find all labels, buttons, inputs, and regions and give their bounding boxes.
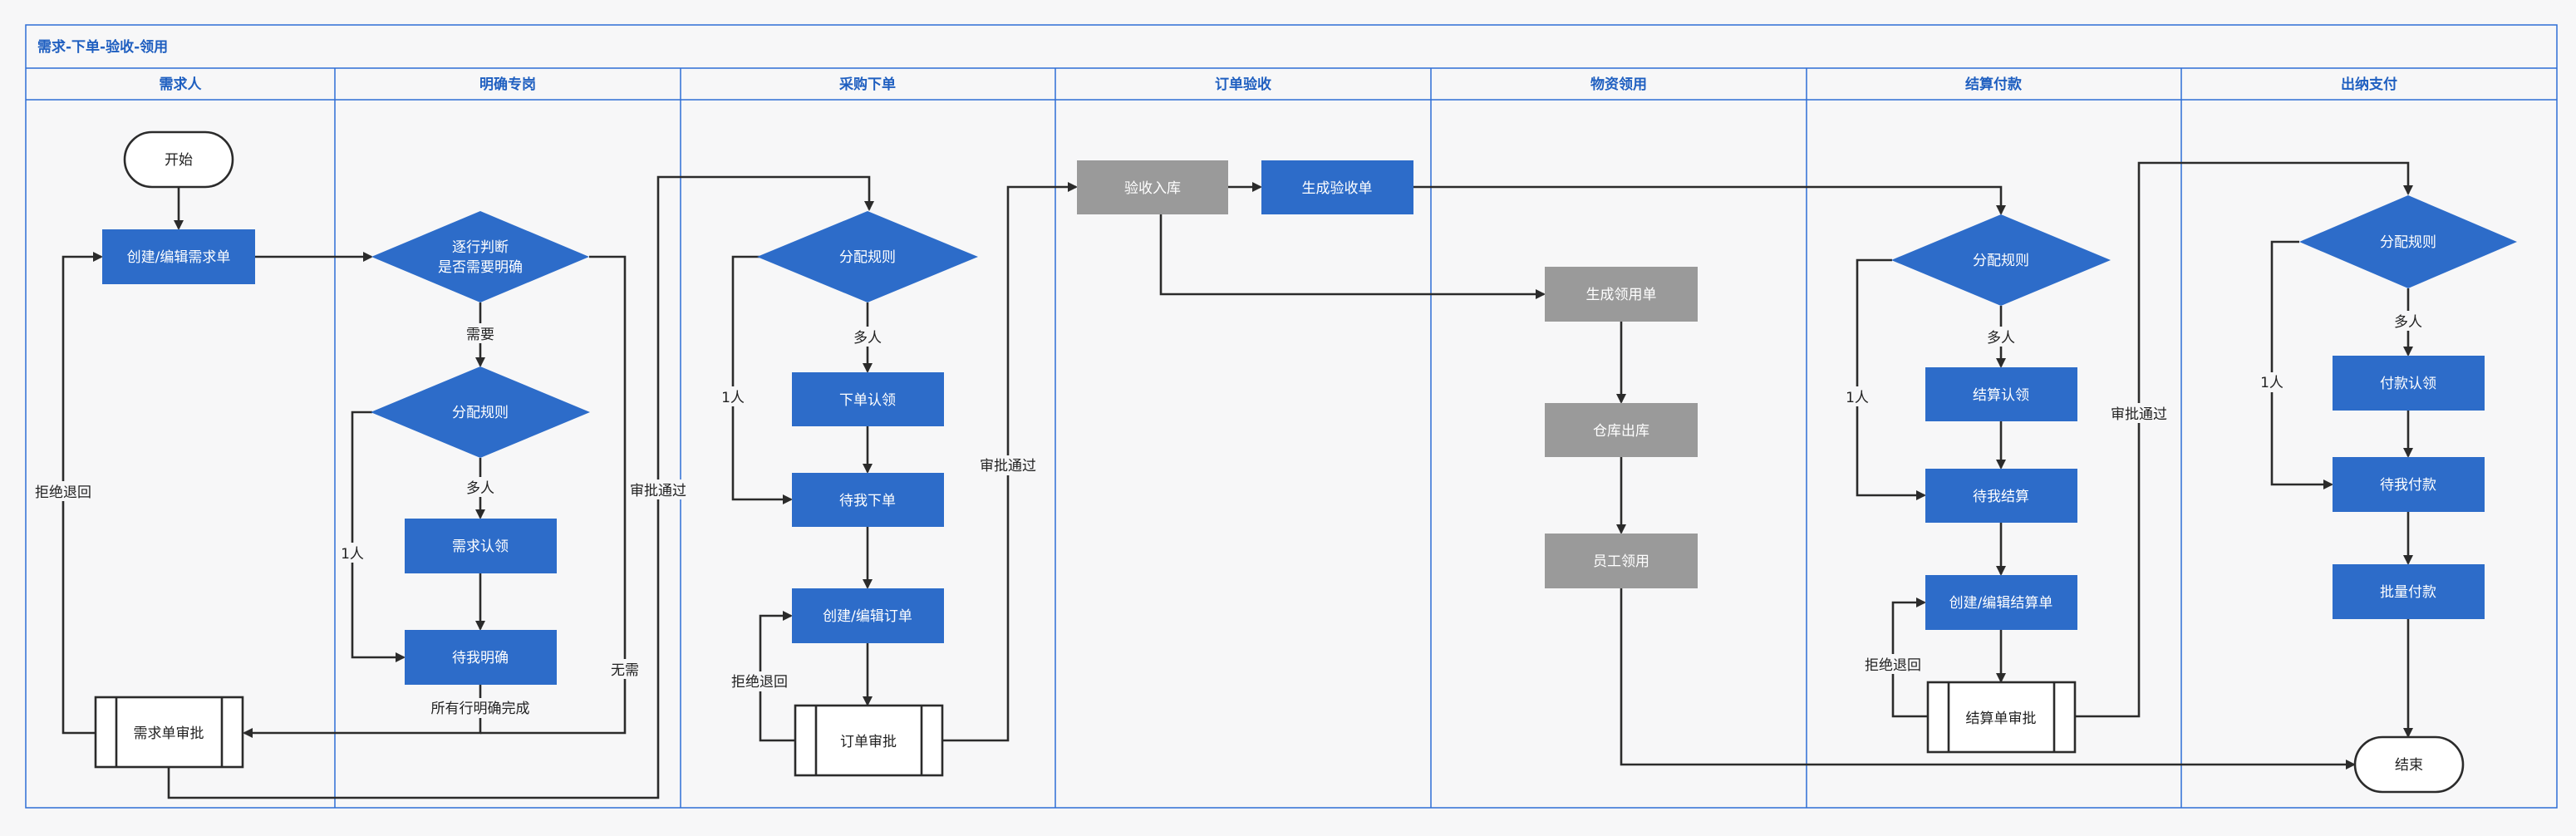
lane-header-cashier: 出纳支付	[2341, 76, 2397, 93]
edge-rule4-one-to-pending	[2270, 240, 2333, 489]
node-pending-order-label: 待我下单	[839, 493, 896, 509]
edge-rule3-one-to-pending	[1856, 258, 1926, 500]
node-claim-request-label: 需求认领	[452, 538, 509, 555]
edge-label-approved-3: 审批通过	[2111, 406, 2167, 423]
lane-header-settlement: 结算付款	[1965, 76, 2023, 93]
node-create-settle[interactable]: 创建/编辑结算单	[1925, 575, 2077, 630]
edge-label-multi-2: 多人	[853, 330, 882, 347]
node-employee-use-label: 员工领用	[1593, 553, 1649, 570]
edge-label-one-3: 1人	[1846, 390, 1869, 406]
node-assign-rule-settle-label: 分配规则	[1973, 253, 2029, 269]
node-judge-lines-label-1: 逐行判断	[452, 239, 509, 256]
node-create-request-label: 创建/编辑需求单	[127, 249, 231, 266]
node-claim-pay-label: 付款认领	[2380, 376, 2436, 392]
edge-approved3-to-cashier	[2075, 161, 2413, 718]
node-create-settle-label: 创建/编辑结算单	[1949, 595, 2053, 612]
node-assign-rule-pay-label: 分配规则	[2380, 234, 2436, 251]
node-assign-rule-clarify-label: 分配规则	[452, 405, 509, 421]
node-assign-rule-settle[interactable]: 分配规则	[1891, 214, 2111, 306]
node-create-request[interactable]: 创建/编辑需求单	[102, 229, 255, 284]
edge-label-need: 需要	[466, 327, 494, 343]
node-pending-pay[interactable]: 待我付款	[2333, 457, 2485, 512]
node-assign-rule-pay[interactable]: 分配规则	[2299, 195, 2517, 288]
node-gen-acceptance[interactable]: 生成验收单	[1261, 160, 1413, 214]
node-order-approval-label: 订单审批	[840, 734, 897, 750]
node-acceptance-in[interactable]: 验收入库	[1077, 160, 1228, 214]
edge-label-reject-3: 拒绝退回	[1865, 657, 1921, 674]
node-start[interactable]: 开始	[123, 130, 234, 189]
node-warehouse-out-label: 仓库出库	[1593, 423, 1649, 440]
node-pending-settle[interactable]: 待我结算	[1925, 469, 2077, 523]
node-claim-settle[interactable]: 结算认领	[1925, 367, 2077, 421]
node-create-order-label: 创建/编辑订单	[823, 608, 912, 625]
node-judge-lines-label-2: 是否需要明确	[438, 259, 523, 276]
node-assign-rule-purchase[interactable]: 分配规则	[757, 211, 978, 302]
node-claim-request[interactable]: 需求认领	[405, 519, 557, 573]
edge-label-one-1: 1人	[341, 546, 364, 563]
node-pending-clarify[interactable]: 待我明确	[405, 630, 557, 685]
lane-header-acceptance: 订单验收	[1215, 76, 1271, 93]
node-pending-order[interactable]: 待我下单	[792, 473, 944, 527]
lane-header-purchase: 采购下单	[838, 76, 896, 93]
edge-label-multi-4: 多人	[2394, 314, 2422, 331]
edge-acceptance-to-requisition	[1159, 214, 1546, 299]
node-end[interactable]: 结束	[2353, 735, 2465, 794]
node-pending-pay-label: 待我付款	[2380, 477, 2436, 494]
edges	[61, 161, 2413, 799]
edge-label-no-need: 无需	[611, 662, 639, 679]
edge-rule2-one-to-pending	[731, 255, 793, 504]
edge-no-need-to-approval	[480, 255, 627, 735]
lane-header-material: 物资领用	[1590, 76, 1647, 93]
node-assign-rule-clarify[interactable]: 分配规则	[371, 366, 590, 458]
edge-label-one-4: 1人	[2260, 375, 2283, 391]
node-start-label: 开始	[165, 152, 193, 169]
node-settle-approval-label: 结算单审批	[1966, 711, 2037, 727]
edge-labels: 需要 多人 1人 无需 所有行明确完成 拒绝退回 审批通过 多人 1人 拒绝退回…	[32, 311, 2427, 718]
edge-label-all-done: 所有行明确完成	[431, 701, 530, 717]
node-claim-order[interactable]: 下单认领	[792, 372, 944, 426]
node-acceptance-in-label: 验收入库	[1124, 180, 1181, 197]
edge-gen-to-settlement	[1413, 185, 2006, 215]
node-pending-clarify-label: 待我明确	[452, 650, 509, 666]
lane-headers: 需求人 明确专岗 采购下单 订单验收 物资领用 结算付款 出纳支付	[160, 76, 2398, 93]
lane-header-requester: 需求人	[160, 76, 203, 93]
node-claim-pay[interactable]: 付款认领	[2333, 356, 2485, 411]
edge-label-one-2: 1人	[721, 390, 745, 406]
node-claim-order-label: 下单认领	[839, 392, 896, 409]
edge-label-approved-2: 审批通过	[980, 458, 1036, 475]
node-settle-approval[interactable]: 结算单审批	[1926, 681, 2077, 754]
node-gen-acceptance-label: 生成验收单	[1302, 180, 1373, 197]
lane-separators	[334, 68, 2182, 808]
node-create-order[interactable]: 创建/编辑订单	[792, 588, 944, 643]
edge-rule-one-to-pending	[351, 411, 406, 662]
edge-label-multi-3: 多人	[1987, 330, 2015, 347]
node-order-approval[interactable]: 订单审批	[794, 704, 944, 777]
node-end-label: 结束	[2395, 757, 2423, 774]
node-gen-requisition[interactable]: 生成领用单	[1545, 267, 1698, 322]
node-request-approval[interactable]: 需求单审批	[94, 696, 244, 769]
node-employee-use[interactable]: 员工领用	[1545, 534, 1698, 588]
node-judge-lines[interactable]: 逐行判断 是否需要明确	[371, 211, 589, 302]
node-batch-pay-label: 批量付款	[2380, 584, 2436, 601]
edge-use-to-end	[1620, 588, 2356, 770]
node-claim-settle-label: 结算认领	[1973, 387, 2029, 404]
edge-label-reject-2: 拒绝退回	[731, 674, 788, 691]
node-batch-pay[interactable]: 批量付款	[2333, 564, 2485, 619]
edge-label-reject-1: 拒绝退回	[35, 484, 91, 501]
node-pending-settle-label: 待我结算	[1973, 489, 2029, 505]
lane-header-clarify: 明确专岗	[479, 76, 536, 93]
node-request-approval-label: 需求单审批	[134, 725, 204, 742]
diagram-title: 需求-下单-验收-领用	[37, 38, 168, 56]
node-gen-requisition-label: 生成领用单	[1586, 287, 1657, 303]
node-warehouse-out[interactable]: 仓库出库	[1545, 403, 1698, 457]
node-assign-rule-purchase-label: 分配规则	[839, 249, 896, 266]
edge-label-approved-1: 审批通过	[630, 483, 686, 499]
nodes: 开始 创建/编辑需求单 需求单审批 逐行判断 是否需要明确 分配规则 需求认领	[94, 130, 2517, 794]
edge-label-multi-1: 多人	[466, 480, 494, 497]
